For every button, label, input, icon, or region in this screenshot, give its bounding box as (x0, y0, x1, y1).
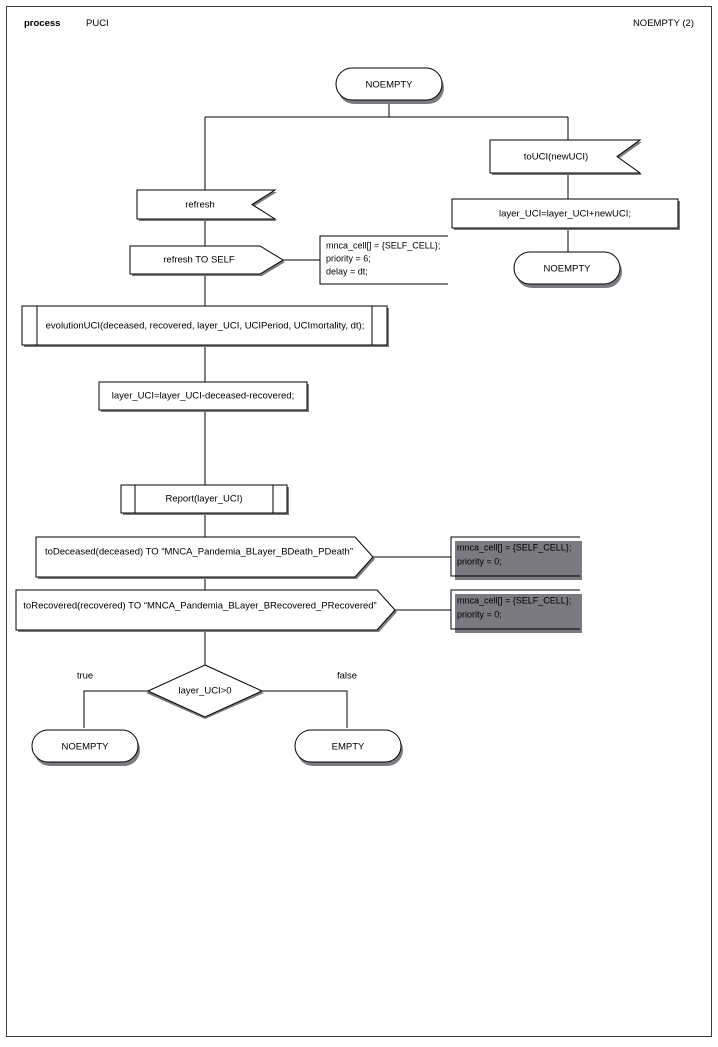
header-state-reference: NOEMPTY (2) (632, 18, 694, 29)
page-border (6, 6, 712, 1037)
task-layer-uci-subtract[interactable]: layer_UCI=layer_UCI-deceased-recovered; (98, 381, 309, 412)
task-layer-uci-add-label: layer_UCI=layer_UCI+newUCI; (499, 209, 631, 220)
state-noempty-terminal-label: NOEMPTY (62, 742, 110, 753)
procedure-report-body (120, 484, 288, 514)
conn-decision-true (83, 690, 148, 728)
output-refresh-to-self-body (129, 245, 284, 275)
state-noempty-start[interactable]: NOEMPTY (335, 67, 444, 104)
comment-recovered-line-1: mnca_cell[] = {SELF_CELL}; (457, 595, 571, 605)
decision-true-label: true (77, 671, 93, 682)
state-empty-terminal-body (294, 729, 402, 763)
comment-deceased-line-1: mnca_cell[] = {SELF_CELL}; (457, 542, 571, 552)
task-layer-uci-subtract-body (98, 381, 308, 411)
output-to-deceased-body (35, 536, 374, 578)
decision-layer-uci-label: layer_UCI>0 (178, 686, 231, 697)
comment-refresh-to-self-body (319, 235, 448, 285)
comment-to-recovered-shadow (455, 594, 582, 633)
state-noempty-start-body (335, 67, 443, 101)
output-to-recovered[interactable]: toRecovered(recovered) TO “MNCA_Pandemia… (15, 589, 397, 632)
comment-refresh-line-2: priority = 6; (326, 253, 371, 263)
state-noempty-start-label: NOEMPTY (366, 80, 414, 91)
input-refresh[interactable]: refresh (136, 189, 277, 221)
state-noempty-terminal[interactable]: NOEMPTY (31, 729, 140, 766)
state-empty-terminal[interactable]: EMPTY (294, 729, 403, 766)
input-refresh-label: refresh (185, 200, 215, 211)
decision-layer-uci-body (146, 664, 264, 718)
comment-to-recovered: mnca_cell[] = {SELF_CELL}; priority = 0; (450, 589, 582, 633)
input-touci[interactable]: toUCI(newUCI) (489, 139, 642, 175)
comment-recovered-line-2: priority = 0; (457, 609, 502, 619)
procedure-evolution-uci-body (21, 305, 388, 346)
procedure-evolution-uci[interactable]: evolutionUCI(deceased, recovered, layer_… (21, 305, 389, 347)
state-noempty-terminal-body (31, 729, 139, 763)
output-refresh-to-self-label: refresh TO SELF (163, 255, 235, 266)
output-to-deceased[interactable]: toDeceased(deceased) TO “MNCA_Pandemia_B… (35, 536, 375, 579)
output-to-recovered-body (15, 589, 396, 631)
output-to-recovered-label: toRecovered(recovered) TO “MNCA_Pandemia… (23, 601, 376, 612)
comment-to-deceased-shadow (455, 541, 582, 580)
header-process-name: PUCI (86, 18, 109, 29)
procedure-report-label: Report(layer_UCI) (165, 494, 242, 505)
procedure-report[interactable]: Report(layer_UCI) (120, 484, 289, 515)
task-layer-uci-subtract-label: layer_UCI=layer_UCI-deceased-recovered; (112, 391, 294, 402)
state-noempty-touci-label: NOEMPTY (544, 264, 592, 275)
task-layer-uci-add[interactable]: layer_UCI=layer_UCI+newUCI; (451, 198, 680, 230)
output-refresh-to-self[interactable]: refresh TO SELF (129, 245, 285, 276)
decision-layer-uci-gt-zero[interactable]: layer_UCI>0 (146, 664, 264, 719)
comment-refresh-to-self: mnca_cell[] = {SELF_CELL}; priority = 6;… (319, 235, 450, 288)
state-noempty-touci-body (513, 251, 621, 285)
procedure-evolution-uci-label: evolutionUCI(deceased, recovered, layer_… (46, 321, 365, 332)
comment-refresh-line-1: mnca_cell[] = {SELF_CELL}; (326, 240, 440, 250)
conn-decision-false (262, 690, 348, 728)
comment-refresh-line-3: delay = dt; (326, 266, 368, 276)
connector-lines (83, 101, 569, 728)
input-touci-body (489, 139, 642, 174)
output-to-deceased-label: toDeceased(deceased) TO “MNCA_Pandemia_B… (45, 547, 353, 558)
comment-to-deceased-body (450, 536, 580, 577)
header-keyword: process (24, 18, 61, 29)
task-layer-uci-add-body (451, 198, 679, 229)
comment-to-recovered-body (450, 589, 580, 630)
state-noempty-touci[interactable]: NOEMPTY (513, 251, 622, 288)
decision-false-label: false (337, 671, 357, 682)
input-refresh-body (136, 189, 277, 220)
comment-to-deceased: mnca_cell[] = {SELF_CELL}; priority = 0; (450, 536, 582, 580)
input-touci-label: toUCI(newUCI) (524, 152, 588, 163)
comment-deceased-line-2: priority = 0; (457, 556, 502, 566)
state-empty-terminal-label: EMPTY (332, 742, 365, 753)
